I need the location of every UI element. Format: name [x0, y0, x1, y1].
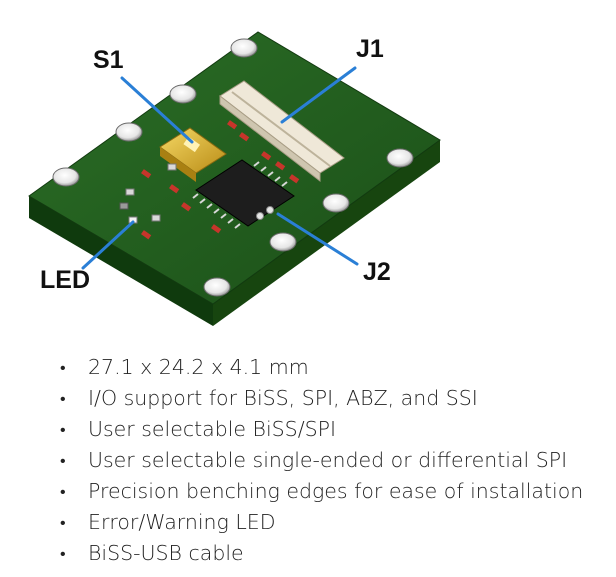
- smd-components: [119, 120, 300, 240]
- led-callout-label: LED: [40, 266, 90, 294]
- j2-callout-label: J2: [363, 258, 391, 286]
- feature-text: BiSS-USB cable: [88, 541, 244, 565]
- bullet-icon: •: [60, 451, 66, 470]
- feature-text: User selectable BiSS/SPI: [88, 417, 337, 441]
- feature-item: • User selectable single-ended or differe…: [60, 445, 583, 476]
- mounting-hole: [322, 193, 350, 213]
- j2-pad: [266, 206, 274, 214]
- feature-item: • Error/Warning LED: [60, 507, 583, 538]
- mounting-hole: [269, 232, 297, 252]
- smd-resistor: [239, 132, 250, 142]
- smd-resistor: [211, 224, 222, 234]
- smd-resistor: [261, 151, 272, 161]
- smd-capacitor: [167, 163, 177, 171]
- bullet-icon: •: [60, 389, 66, 408]
- feature-text: User selectable single-ended or differen…: [88, 448, 568, 472]
- smd-resistor: [289, 174, 300, 184]
- s1-switch: [159, 127, 227, 182]
- feature-item: • I/O support for BiSS, SPI, ABZ, and SSI: [60, 383, 583, 414]
- j2-pads: [256, 206, 274, 220]
- smd-capacitor: [119, 202, 129, 210]
- mounting-hole: [230, 38, 258, 58]
- encoder-board-illustration: [28, 31, 441, 326]
- mounting-hole: [115, 122, 143, 142]
- mounting-hole: [203, 277, 231, 297]
- bullet-icon: •: [60, 358, 66, 377]
- smd-capacitor: [125, 188, 135, 196]
- bullet-icon: •: [60, 482, 66, 501]
- smd-resistor: [275, 161, 286, 171]
- j2-pad: [256, 212, 264, 220]
- mounting-hole: [52, 167, 80, 187]
- feature-text: Precision benching edges for ease of ins…: [88, 479, 584, 503]
- feature-text: Error/Warning LED: [88, 510, 276, 534]
- j1-leader-line: [280, 66, 357, 124]
- mounting-hole: [386, 148, 414, 168]
- j1-connector-side: [219, 94, 321, 183]
- smd-resistor: [169, 184, 180, 194]
- feature-item: • 27.1 x 24.2 x 4.1 mm: [60, 352, 583, 383]
- bullet-icon: •: [60, 420, 66, 439]
- s1-callout-label: S1: [93, 46, 124, 74]
- s1-switch-side: [160, 147, 196, 182]
- pcb-edge-left: [29, 196, 213, 326]
- bullet-icon: •: [60, 544, 66, 563]
- pcb-edge-front: [213, 140, 440, 326]
- feature-text: I/O support for BiSS, SPI, ABZ, and SSI: [88, 386, 478, 410]
- smd-capacitor: [151, 214, 161, 222]
- feature-item: • Precision benching edges for ease of in…: [60, 476, 583, 507]
- s1-leader-line: [120, 76, 194, 144]
- feature-text: 27.1 x 24.2 x 4.1 mm: [88, 355, 309, 379]
- smd-resistor: [141, 169, 152, 179]
- j1-connector: [219, 80, 345, 183]
- feature-list: • 27.1 x 24.2 x 4.1 mm • I/O support for B…: [60, 352, 583, 569]
- led-leader-line: [81, 220, 135, 270]
- feature-item: • User selectable BiSS/SPI: [60, 414, 583, 445]
- j1-connector-slot: [231, 91, 331, 167]
- smd-resistor: [227, 120, 238, 130]
- feature-item: • BiSS-USB cable: [60, 538, 583, 569]
- j2-leader-line: [276, 212, 359, 266]
- smd-resistor: [141, 230, 152, 240]
- j1-callout-label: J1: [356, 35, 384, 63]
- bullet-icon: •: [60, 513, 66, 532]
- s1-switch-actuator: [183, 136, 201, 153]
- callout-leaders: [81, 66, 359, 270]
- mounting-holes: [52, 38, 414, 297]
- ic-pins: [192, 161, 288, 229]
- mounting-hole: [169, 84, 197, 104]
- smd-resistor: [181, 202, 192, 212]
